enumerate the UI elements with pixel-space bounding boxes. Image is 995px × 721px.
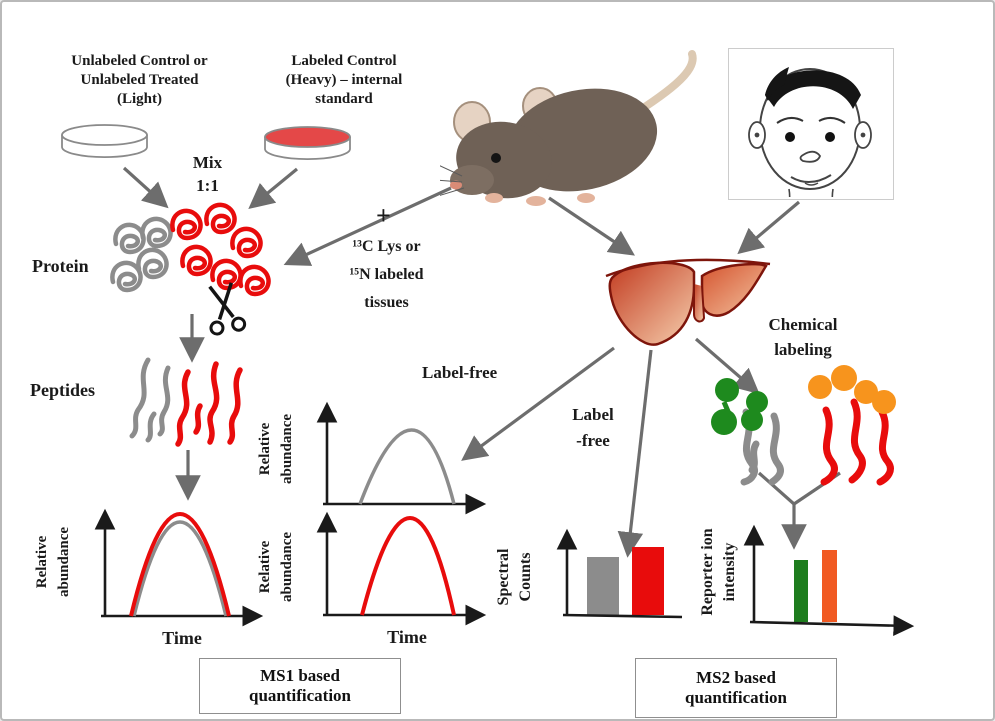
light-petri-dish-icon bbox=[61, 124, 148, 158]
mouse-eye bbox=[491, 153, 501, 163]
ms1-quantification-box: MS1 based quantification bbox=[199, 658, 401, 714]
mouse-snout bbox=[450, 165, 494, 195]
labelfree-run2-curve bbox=[360, 516, 456, 616]
arrow-face-to-liver bbox=[737, 200, 801, 255]
y-axis-label-line1: Relative bbox=[34, 535, 50, 588]
arrow-light-dish-to-mix bbox=[122, 166, 169, 209]
mouse-whiskers bbox=[440, 165, 465, 196]
heavy-elution-curve bbox=[129, 512, 231, 617]
isotope-label-note: ¹³C Lys or ¹⁵N labeled tissues bbox=[349, 238, 424, 311]
light-elution-curve bbox=[132, 520, 228, 617]
mouse-nose bbox=[450, 180, 462, 190]
plus-sign: + bbox=[376, 201, 391, 230]
liver-left-lobe bbox=[608, 261, 696, 346]
reporter-bar-tag2 bbox=[822, 550, 837, 622]
peptides-icon bbox=[129, 357, 243, 447]
mouse-feet bbox=[485, 193, 595, 206]
labelfree-run1-curve bbox=[358, 428, 456, 505]
light-dish-label: Unlabeled Control or Unlabeled Treated (… bbox=[71, 53, 208, 107]
arrow-liver-to-spectral-chart bbox=[617, 349, 653, 558]
reporter-bar-tag1 bbox=[794, 560, 808, 622]
peptides-label: Peptides bbox=[30, 380, 95, 400]
spectral-counts-chart: Spectral Counts bbox=[495, 528, 683, 619]
arrow-liver-to-chemical-labeling bbox=[694, 337, 760, 395]
face-ears bbox=[748, 121, 872, 149]
red-peptides bbox=[820, 398, 894, 486]
reporter-ion-chart: Reporter ion intensity bbox=[699, 524, 915, 637]
label-free-lower-text: Label -free bbox=[572, 405, 614, 450]
ms2-quantification-box: MS2 based quantification bbox=[635, 658, 837, 718]
arrow-mouse-to-protein bbox=[283, 186, 452, 266]
arrow-mouse-to-liver bbox=[548, 196, 635, 256]
arrow-heavy-dish-to-mix bbox=[248, 167, 299, 210]
spectral-bar-sample1 bbox=[587, 557, 619, 615]
labelfree-charts: Relative abundance Relative abundance Ti… bbox=[257, 401, 487, 647]
heavy-petri-dish-icon bbox=[264, 126, 351, 160]
y-axis-label-line2: Counts bbox=[517, 553, 534, 602]
scissors-icon bbox=[208, 282, 247, 336]
label-free-upper-text: Label-free bbox=[422, 363, 498, 382]
face-neck bbox=[788, 188, 834, 197]
y-axis-label-line2: abundance bbox=[56, 527, 72, 597]
face-mouth bbox=[790, 174, 832, 183]
x-axis bbox=[749, 615, 915, 637]
liver-stem bbox=[693, 284, 706, 323]
mouse-image bbox=[440, 50, 697, 206]
top-y-axis-label-line2: abundance bbox=[279, 414, 295, 484]
face-lower-lip bbox=[804, 182, 819, 186]
face-hair-fringe bbox=[765, 67, 789, 101]
arrow-liver-to-labelfree-chart bbox=[461, 346, 615, 461]
liver-ligament bbox=[605, 258, 771, 278]
chemical-labeling-text: Chemical labeling bbox=[768, 315, 838, 359]
orange-tag-circles bbox=[808, 365, 896, 414]
y-axis-label-line1: Spectral bbox=[495, 548, 512, 605]
face-hair bbox=[765, 70, 861, 109]
x-axis-title: Time bbox=[162, 628, 202, 648]
heavy-dish-label: Labeled Control (Heavy) – internal stand… bbox=[285, 53, 403, 107]
x-axis bbox=[562, 613, 683, 619]
top-y-axis-label-line1: Relative bbox=[257, 422, 273, 475]
face-eyebrows bbox=[776, 117, 846, 124]
spectral-bar-sample2 bbox=[632, 547, 664, 615]
bottom-y-axis-label-line1: Relative bbox=[257, 540, 273, 593]
bottom-y-axis-label-line2: abundance bbox=[279, 532, 295, 602]
liver-right-lobe bbox=[700, 262, 768, 317]
mix-ratio-label: Mix 1:1 bbox=[192, 153, 223, 195]
protein-label: Protein bbox=[32, 256, 89, 276]
liver-icon bbox=[605, 258, 771, 346]
tagged-peptides-icon bbox=[711, 365, 896, 486]
green-tag-circles bbox=[711, 378, 768, 435]
y-axis-label-line1: Reporter ion bbox=[699, 528, 716, 615]
ms1-overlay-chart: Relative abundance Time bbox=[34, 508, 264, 648]
line-green-peptides-to-junction bbox=[757, 471, 796, 506]
face-eyes bbox=[785, 132, 835, 142]
human-face-image bbox=[728, 48, 894, 200]
x-axis-title: Time bbox=[387, 627, 427, 647]
y-axis-label-line2: intensity bbox=[721, 543, 738, 602]
protein-tangle-icon bbox=[107, 202, 285, 324]
face-nose bbox=[799, 150, 822, 163]
